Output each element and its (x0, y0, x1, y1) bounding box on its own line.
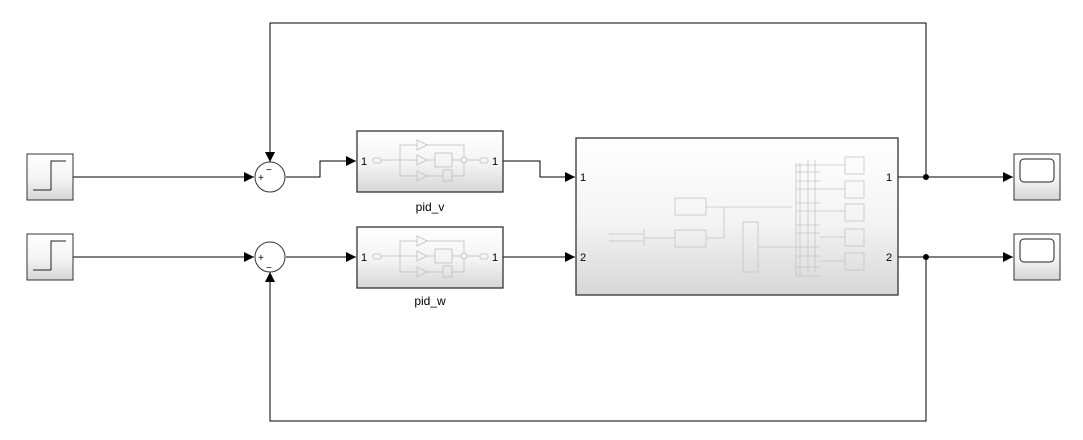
scope-icon (1019, 158, 1055, 183)
sum-v-plus-sign: + (258, 173, 264, 184)
feedback-v-line[interactable] (265, 22, 927, 177)
scope-icon (1019, 238, 1055, 263)
signal-lines (73, 22, 1013, 422)
signal-pid-v-to-plant[interactable] (503, 160, 575, 182)
sum-block-w[interactable]: + − (254, 241, 286, 274)
sum-v-minus-sign: − (266, 165, 272, 176)
pid-v-subsystem[interactable]: 1 1 (356, 130, 504, 193)
pid-w-mask-graphic (372, 235, 489, 278)
pid-w-out-port-label: 1 (492, 252, 498, 264)
sum-w-minus-sign: − (266, 263, 272, 274)
pid-v-block-name[interactable]: pid_v (416, 200, 445, 214)
branch-point-w (923, 254, 929, 260)
pid-w-subsystem[interactable]: 1 1 (356, 226, 504, 289)
branch-point-v (923, 174, 929, 180)
pid-v-out-port-label: 1 (492, 156, 498, 168)
sum-w-plus-sign: + (258, 253, 264, 264)
plant-in1-port-label: 1 (580, 172, 586, 184)
pid-v-mask-graphic (372, 139, 489, 182)
signal-sum-v-to-pid-v[interactable] (286, 156, 356, 178)
pid-w-in-port-label: 1 (361, 252, 367, 264)
plant-in2-port-label: 2 (580, 252, 586, 264)
sum-block-v[interactable]: + − (254, 161, 286, 193)
step-block-2[interactable] (26, 233, 74, 281)
scope-block-1[interactable] (1013, 153, 1061, 201)
plant-out2-port-label: 2 (886, 252, 892, 264)
scope-block-2[interactable] (1013, 233, 1061, 281)
plant-subsystem[interactable]: 1 2 1 2 (575, 137, 899, 296)
feedback-w-line[interactable] (265, 257, 927, 422)
step-icon (33, 160, 66, 191)
plant-mask-graphic (609, 156, 865, 277)
pid-v-in-port-label: 1 (361, 156, 367, 168)
pid-w-block-name[interactable]: pid_w (414, 294, 446, 308)
step-block-1[interactable] (26, 153, 74, 201)
step-icon (33, 240, 66, 271)
plant-out1-port-label: 1 (886, 172, 892, 184)
